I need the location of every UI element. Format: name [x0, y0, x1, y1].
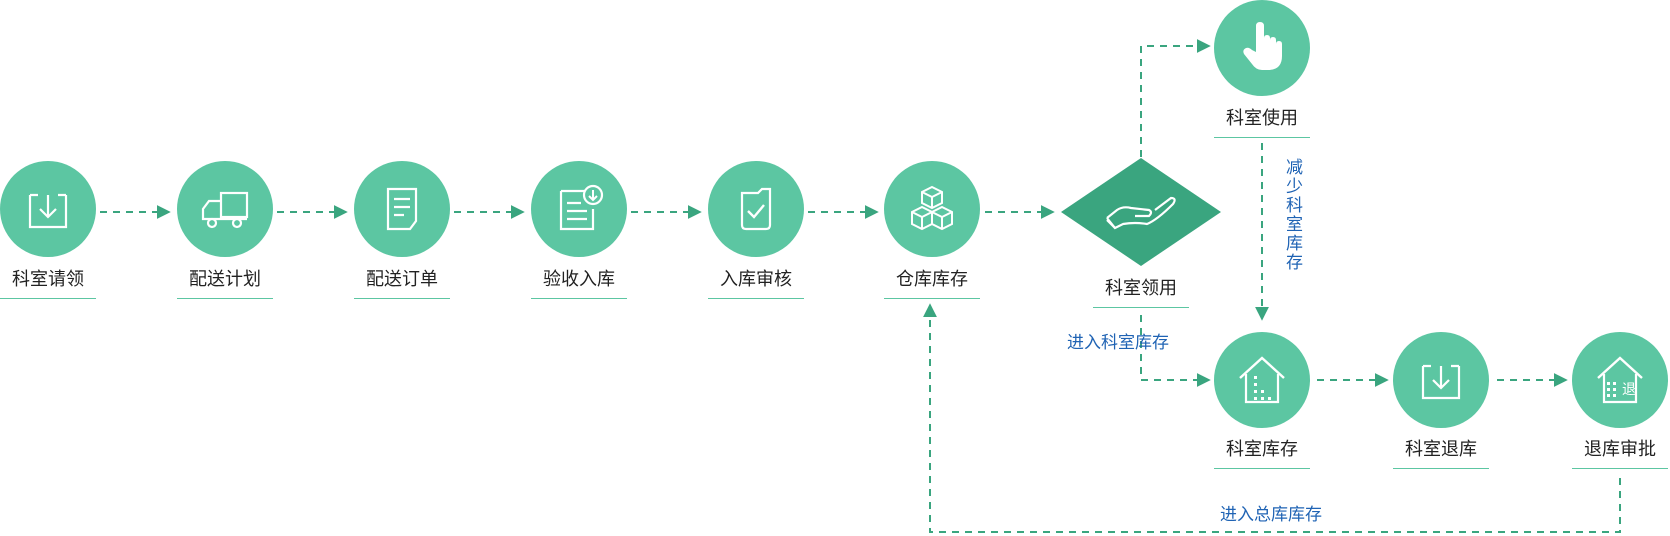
underline	[1572, 468, 1668, 469]
underline	[354, 298, 450, 299]
pointer-hand-icon	[1243, 22, 1282, 70]
label-peisong-jihua: 配送计划	[189, 269, 261, 289]
node-peisong-jihua	[177, 161, 273, 257]
return-glyph: 退	[1622, 382, 1636, 398]
boxes-icon	[911, 185, 953, 231]
underline	[1214, 137, 1310, 138]
arrow-to-keshi-kucun	[1140, 315, 1211, 387]
label-keshi-shiyong: 科室使用	[1226, 108, 1298, 128]
node-keshi-lingyong	[1061, 158, 1221, 266]
hand-icon	[1106, 196, 1176, 230]
underline	[1093, 307, 1189, 308]
label-tuiku-shenpi: 退库审批	[1584, 439, 1656, 459]
edge-label-jinru-zongku: 进入总库库存	[1220, 505, 1322, 524]
node-peisong-dingdan	[354, 161, 450, 257]
label-yanshou-ruku: 验收入库	[543, 269, 615, 289]
document-download-icon	[559, 184, 604, 231]
building-icon	[1239, 356, 1285, 404]
edge-label-jinru-keshi: 进入科室库存	[1067, 333, 1169, 352]
underline	[1214, 468, 1310, 469]
document-icon	[386, 187, 418, 231]
edge-label-jianshao: 减少科室库存	[1283, 158, 1302, 272]
download-tray-icon	[28, 193, 68, 229]
node-keshi-shiyong	[1214, 0, 1310, 96]
label-peisong-dingdan: 配送订单	[366, 269, 438, 289]
label-ruku-shenhe: 入库审核	[720, 269, 792, 289]
label-keshi-tuiku: 科室退库	[1405, 439, 1477, 459]
arrow-to-shiyong	[1140, 39, 1211, 157]
node-tuiku-shenpi: 退	[1572, 332, 1668, 428]
underline	[0, 298, 96, 299]
underline	[884, 298, 980, 299]
arrow-return-to-cangku	[923, 303, 1621, 533]
underline	[177, 298, 273, 299]
underline	[1393, 468, 1489, 469]
label-keshi-qingling: 科室请领	[12, 269, 84, 289]
checklist-icon	[740, 187, 772, 231]
node-cangku-kucun	[884, 161, 980, 257]
underline	[708, 298, 804, 299]
node-keshi-kucun	[1214, 332, 1310, 428]
download-tray-icon	[1421, 364, 1461, 400]
label-keshi-lingyong: 科室领用	[1105, 278, 1177, 298]
underline	[531, 298, 627, 299]
node-yanshou-ruku	[531, 161, 627, 257]
label-cangku-kucun: 仓库库存	[896, 269, 968, 289]
label-keshi-kucun: 科室库存	[1226, 439, 1298, 459]
node-keshi-tuiku	[1393, 332, 1489, 428]
truck-icon	[201, 191, 249, 229]
return-building-icon: 退	[1597, 356, 1643, 404]
node-ruku-shenhe	[708, 161, 804, 257]
node-keshi-qingling	[0, 161, 96, 257]
